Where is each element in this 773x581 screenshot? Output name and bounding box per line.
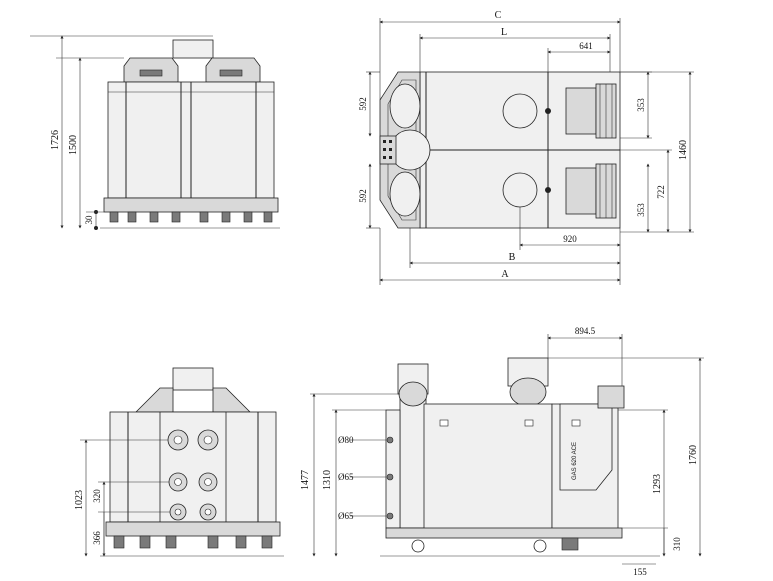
- dim-side-894-5: 894.5: [575, 326, 596, 336]
- dim-front-1500: 1500: [68, 135, 79, 155]
- dim-top-353-upper: 353: [636, 98, 646, 112]
- dim-side-1760: 1760: [688, 445, 699, 465]
- dim-top-353-lower: 353: [636, 203, 646, 217]
- dim-front-1726: 1726: [50, 130, 61, 150]
- dim-rear-320: 320: [92, 489, 102, 503]
- rear-view: [80, 367, 284, 557]
- dim-side-1477: 1477: [300, 470, 311, 490]
- dim-top-722: 722: [656, 185, 666, 199]
- boiler-brand-label: GAS 620 ACE: [572, 442, 578, 480]
- dim-side-o80: Ø80: [338, 435, 354, 445]
- dim-side-1310: 1310: [322, 470, 333, 490]
- dim-top-B: B: [509, 252, 516, 263]
- dim-top-L: L: [501, 27, 507, 38]
- dim-top-592-lower: 592: [358, 189, 368, 203]
- dim-top-920: 920: [563, 234, 577, 244]
- dim-top-641: 641: [579, 41, 593, 51]
- front-view: [30, 35, 280, 230]
- top-view: [366, 18, 694, 285]
- dim-front-30: 30: [84, 215, 94, 225]
- dim-top-C: C: [495, 10, 502, 21]
- dim-side-155: 155: [633, 567, 647, 577]
- dim-side-o65-mid: Ø65: [338, 472, 354, 482]
- dim-top-1460: 1460: [678, 140, 689, 160]
- dim-rear-1023: 1023: [74, 490, 85, 510]
- dim-side-310: 310: [672, 537, 682, 551]
- dim-rear-366: 366: [92, 531, 102, 545]
- side-view: [310, 334, 704, 565]
- dim-side-o65-low: Ø65: [338, 511, 354, 521]
- dim-side-1293: 1293: [652, 474, 663, 494]
- dim-top-592-upper: 592: [358, 97, 368, 111]
- dim-top-A: A: [501, 269, 509, 280]
